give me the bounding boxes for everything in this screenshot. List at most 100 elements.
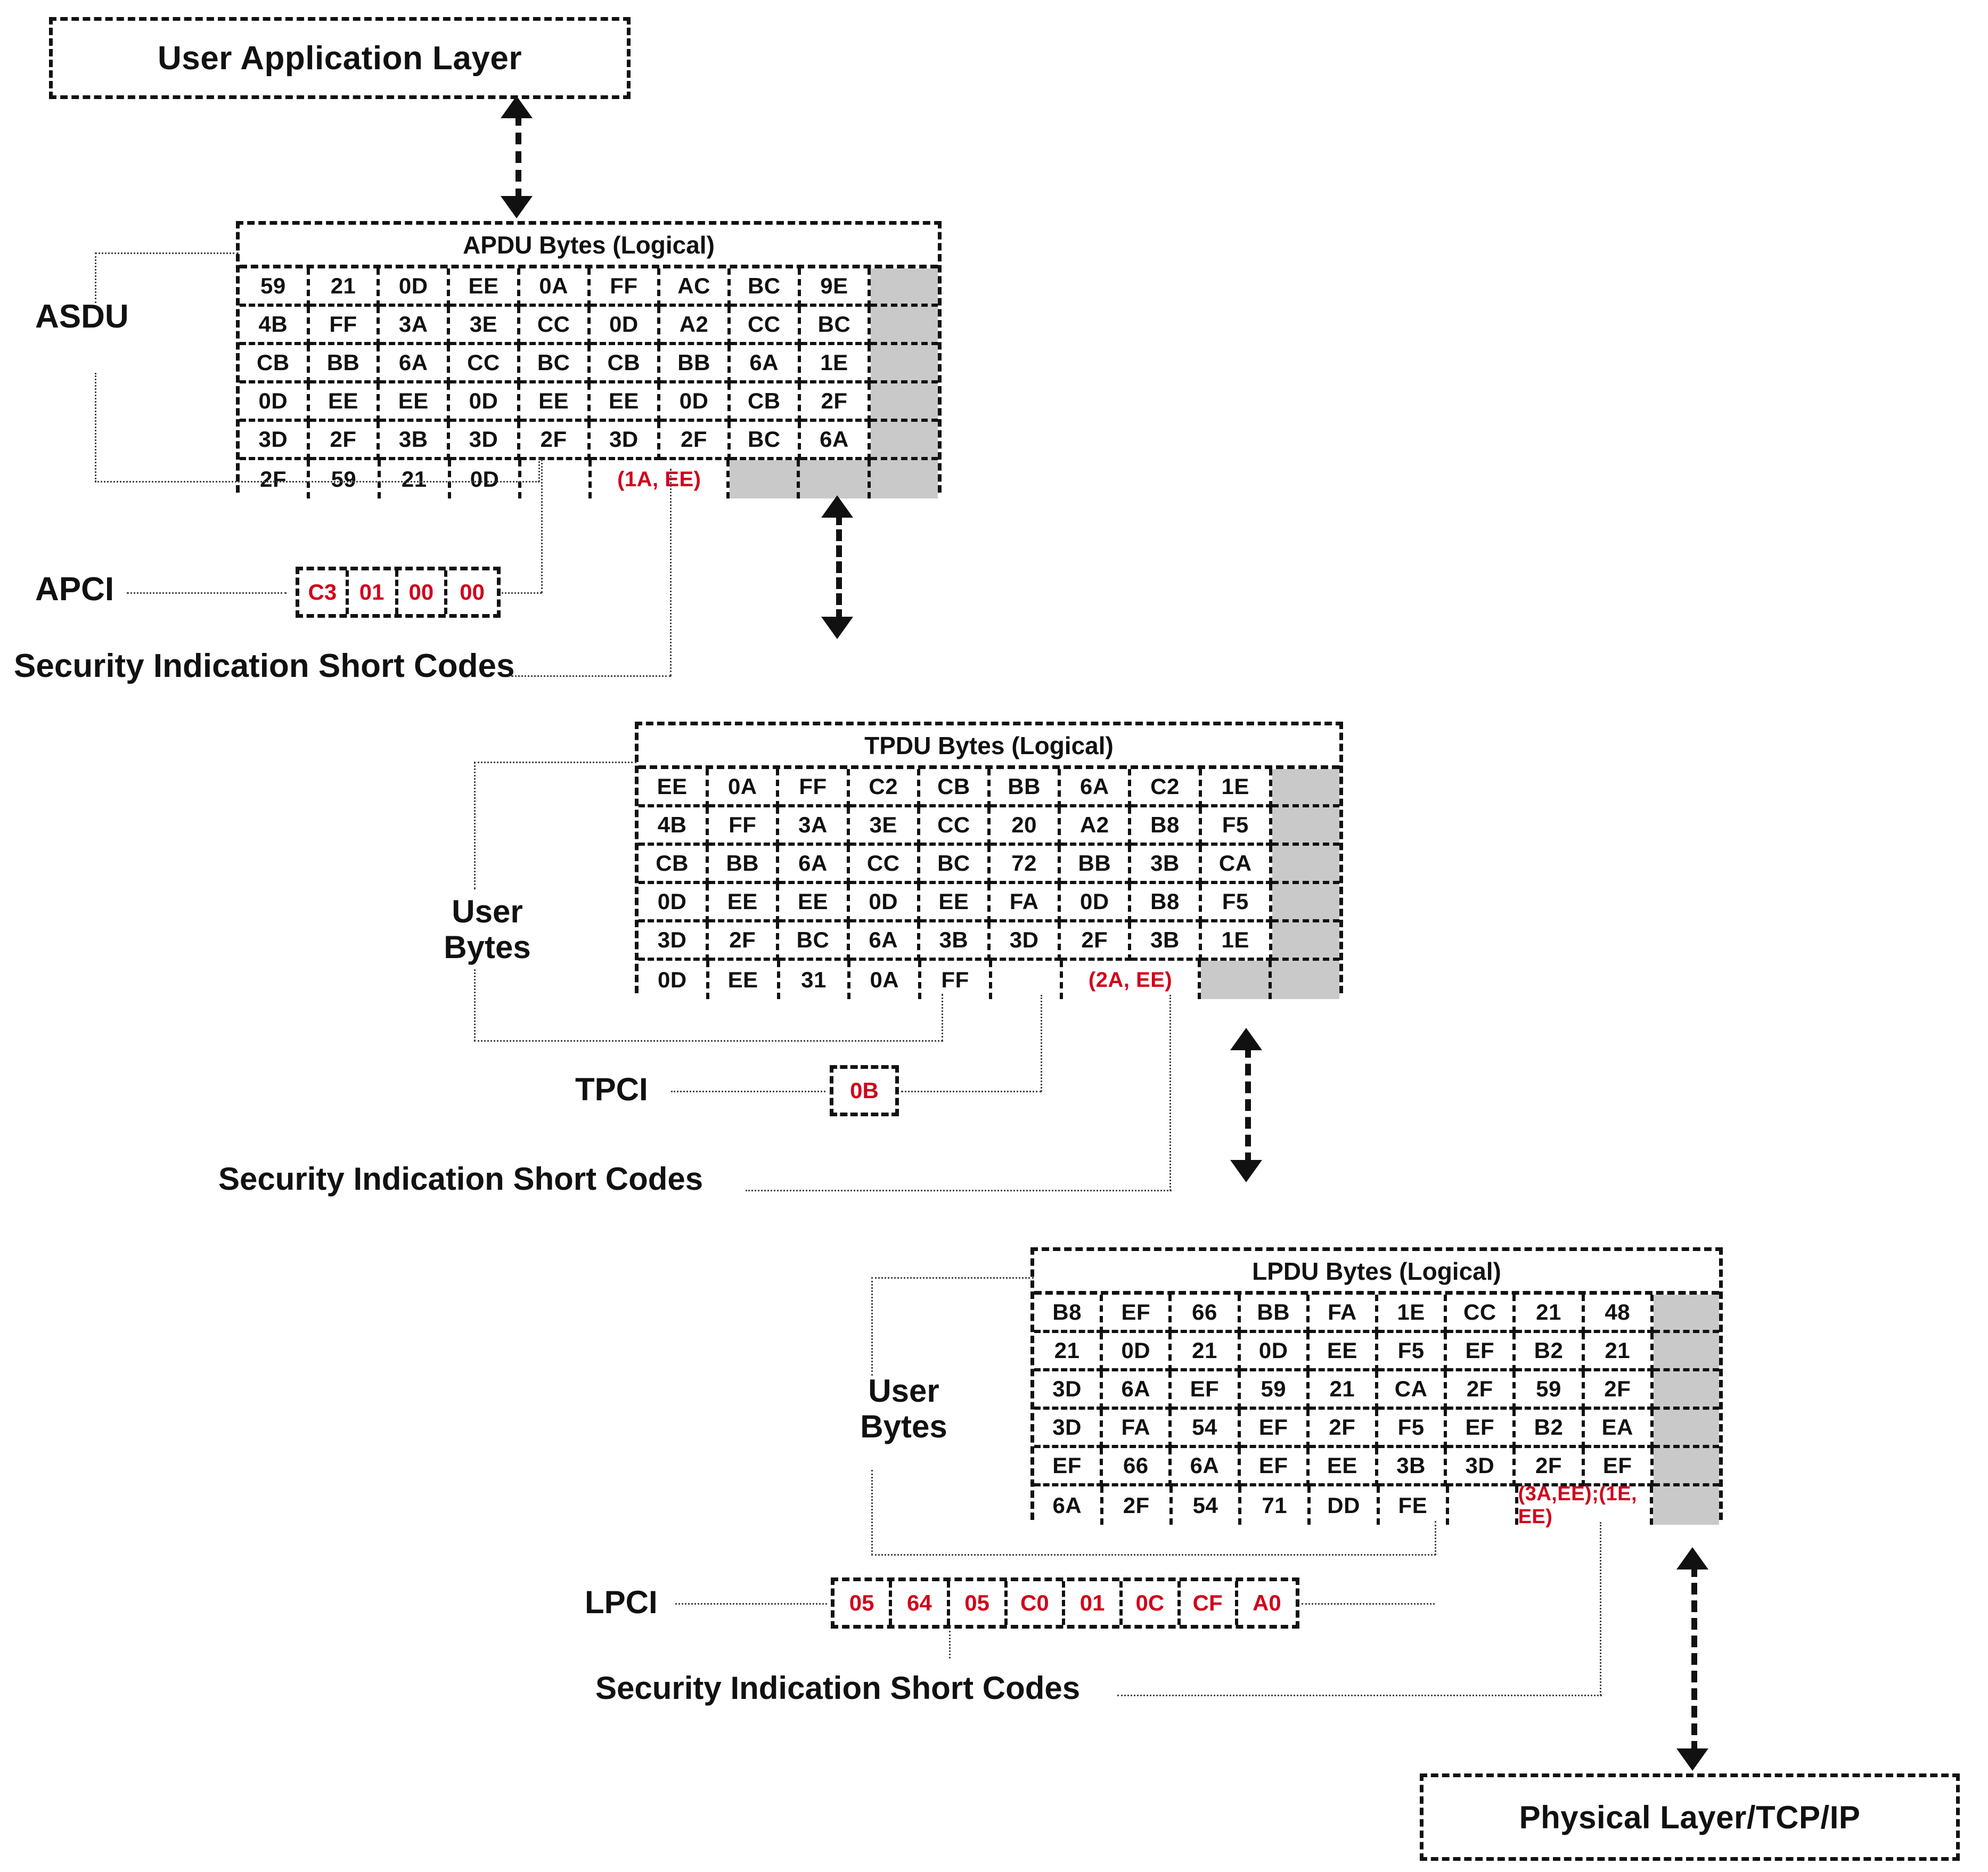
byte-cell: 1E (800, 345, 871, 383)
byte-cell: F5 (1201, 807, 1272, 846)
byte-cell: A2 (1061, 807, 1132, 846)
lpci-byte-cell: 01 (1065, 1581, 1123, 1625)
byte-cell: EE (309, 383, 380, 422)
byte-cell: A2 (660, 307, 731, 345)
byte-cell: 21 (1172, 1333, 1241, 1371)
lpci-label: LPCI (585, 1584, 658, 1620)
apdu-grid: 59 21 0D EE 0A FF AC BC 9E 4B FF 3A 3E C… (240, 268, 938, 498)
asdu-leader-left-lower (95, 373, 96, 482)
padding-cell (1272, 922, 1340, 961)
sisc2-leader-h (746, 1190, 1172, 1191)
tpci-leader-right (901, 1091, 1042, 1092)
byte-cell: 72 (991, 846, 1061, 884)
byte-cell: F5 (1378, 1410, 1447, 1448)
lpci-byte-cell: 05 (835, 1581, 893, 1625)
tpdu-userbytes-leader-top (474, 762, 636, 763)
byte-cell: 0D (451, 460, 522, 498)
byte-cell: 21 (1034, 1333, 1103, 1371)
byte-cell: EE (779, 884, 850, 922)
lpdu-userbytes-leader-bottom (871, 1554, 1436, 1556)
lpdu-userbytes-leader-left-lower (871, 1470, 873, 1555)
byte-cell-empty (1449, 1486, 1518, 1525)
arrow-app-to-apdu (501, 96, 533, 218)
lpdu-title: LPDU Bytes (Logical) (1034, 1251, 1719, 1295)
table-row: EE 0A FF C2 CB BB 6A C2 1E (639, 769, 1340, 807)
lpdu-userbytes-leader-left-upper (871, 1277, 873, 1376)
byte-cell: 2F (1309, 1410, 1379, 1448)
apci-byte-cell: 00 (460, 579, 485, 604)
byte-cell: 3E (849, 807, 920, 846)
byte-cell: CB (730, 383, 801, 422)
byte-cell: 21 (380, 460, 451, 498)
tpci-label: TPCI (575, 1072, 648, 1107)
padding-cell (730, 460, 800, 498)
byte-cell: 2F (1061, 922, 1132, 961)
padding-cell (1653, 1486, 1719, 1525)
lpci-box: 05 64 05 C0 01 0C CF A0 (831, 1577, 1299, 1629)
byte-cell: 3E (450, 307, 520, 345)
arrow-shaft (836, 513, 842, 621)
byte-cell: 2F (1516, 1448, 1585, 1486)
table-row: 3D 6A EF 59 21 CA 2F 59 2F (1034, 1371, 1720, 1410)
byte-cell: 6A (849, 922, 920, 961)
byte-cell: 0D (639, 884, 709, 922)
byte-cell: 66 (1172, 1295, 1241, 1333)
byte-cell: CB (240, 345, 310, 383)
byte-cell: 2F (1103, 1486, 1173, 1525)
arrow-lpdu-to-physical (1676, 1547, 1708, 1771)
security-codes-label-apdu: Security Indication Short Codes (14, 648, 515, 684)
table-row: 3D FA 54 EF 2F F5 EF B2 EA (1034, 1410, 1720, 1448)
byte-cell: 54 (1172, 1486, 1242, 1525)
table-row: 0D EE EE 0D EE EE 0D CB 2F (240, 383, 938, 422)
byte-cell: 2F (1447, 1371, 1516, 1410)
byte-cell: 31 (780, 961, 851, 999)
security-code-cell: (1A, EE) (592, 460, 730, 498)
padding-cell (1201, 961, 1272, 999)
padding-cell (1272, 807, 1340, 846)
byte-cell: FA (991, 884, 1061, 922)
byte-cell: 6A (1034, 1486, 1103, 1525)
byte-cell: 2F (520, 422, 591, 460)
byte-cell: EF (1240, 1448, 1310, 1486)
byte-cell: B2 (1516, 1333, 1585, 1371)
sisc1-leader-v (670, 469, 672, 676)
byte-cell: CC (1447, 1295, 1516, 1333)
byte-cell: CB (639, 846, 709, 884)
lpci-byte-cell: 64 (892, 1581, 950, 1625)
byte-cell: CA (1378, 1371, 1447, 1410)
arrow-shaft (1245, 1046, 1251, 1164)
byte-cell: 6A (779, 846, 850, 884)
table-row: 3D 2F BC 6A 3B 3D 2F 3B 1E (639, 922, 1340, 961)
lpci-leader-left (675, 1603, 827, 1605)
byte-cell: EE (639, 769, 709, 807)
byte-cell: BB (309, 345, 380, 383)
byte-cell: 71 (1241, 1486, 1311, 1525)
byte-cell: EE (709, 961, 780, 999)
byte-cell: EF (1034, 1448, 1103, 1486)
table-row: 4B FF 3A 3E CC 20 A2 B8 F5 (639, 807, 1340, 846)
byte-cell: 3D (240, 422, 310, 460)
byte-cell: 6A (1103, 1371, 1172, 1410)
apci-leader-riser (541, 459, 543, 593)
byte-cell: FE (1379, 1486, 1449, 1525)
tpdu-table: TPDU Bytes (Logical) EE 0A FF C2 CB BB 6… (635, 722, 1343, 999)
byte-cell: 2F (1584, 1371, 1654, 1410)
byte-cell: CB (590, 345, 661, 383)
byte-cell: BB (991, 769, 1061, 807)
table-row: 6A 2F 54 71 DD FE (3A,EE);(1E, EE) (1034, 1483, 1719, 1528)
byte-cell: EF (1447, 1410, 1516, 1448)
physical-layer-label: Physical Layer/TCP/IP (1519, 1799, 1861, 1835)
apci-leader-right (502, 592, 542, 594)
byte-cell: F5 (1201, 884, 1272, 922)
byte-cell: BC (800, 307, 871, 345)
sisc3-leader-v (1600, 1522, 1601, 1696)
byte-cell: 0D (450, 383, 520, 422)
user-application-layer-box: User Application Layer (49, 17, 631, 99)
tpci-byte-cell: 0B (850, 1078, 879, 1103)
byte-cell: 3D (590, 422, 661, 460)
padding-cell (1653, 1410, 1720, 1448)
byte-cell: FF (709, 807, 780, 846)
byte-cell: B2 (1516, 1410, 1585, 1448)
byte-cell: 2F (240, 460, 310, 498)
user-bytes-line2: Bytes (860, 1409, 947, 1445)
